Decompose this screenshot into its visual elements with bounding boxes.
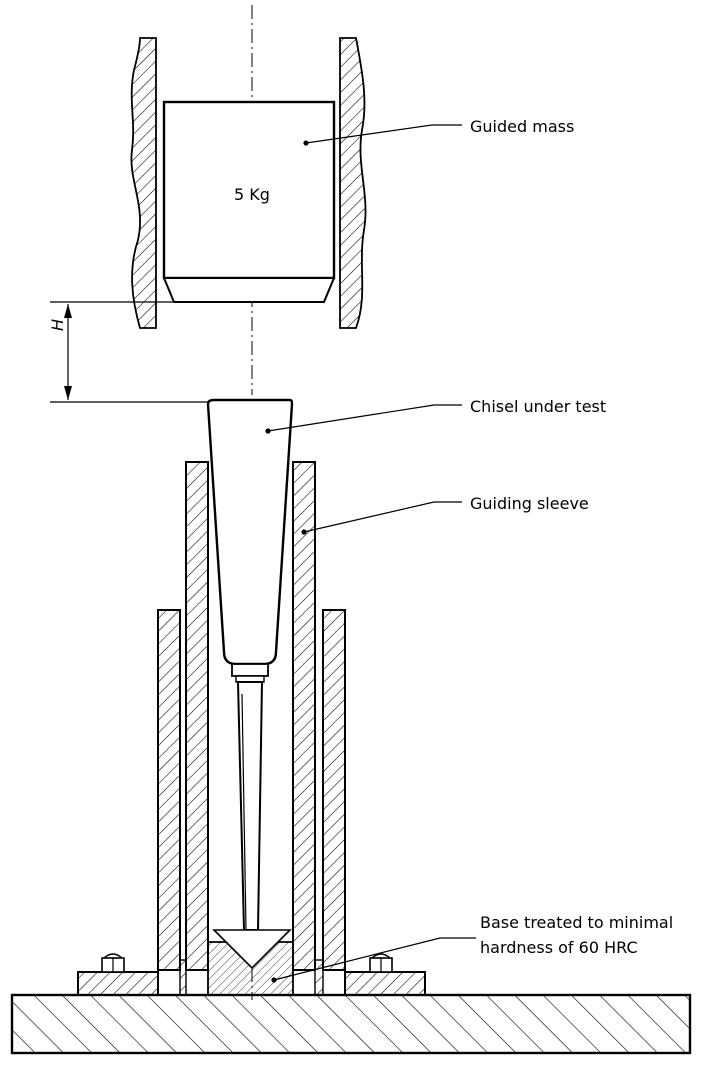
mass-value-label: 5 Kg xyxy=(234,185,270,204)
ground-slab xyxy=(10,993,692,1055)
guided-mass xyxy=(162,100,336,303)
height-arrow-down xyxy=(64,386,72,400)
left-bolt xyxy=(101,953,125,973)
label-sleeve: Guiding sleeve xyxy=(470,494,589,513)
guiding-sleeve xyxy=(185,461,316,971)
sleeve-leader-line xyxy=(303,501,462,533)
mass-leader-line xyxy=(305,124,462,144)
upper-guide-left-wall xyxy=(130,37,157,329)
label-base-line2: hardness of 60 HRC xyxy=(480,938,638,957)
base-flange xyxy=(77,959,426,996)
chisel-under-test xyxy=(206,398,294,970)
label-base-line1: Base treated to minimal xyxy=(480,913,673,932)
height-symbol: H xyxy=(48,319,67,331)
right-bolt xyxy=(369,953,393,973)
upper-guide-right-wall xyxy=(339,37,367,329)
chisel-leader-line xyxy=(267,404,462,432)
outer-sleeve xyxy=(157,609,346,971)
base-leader-line xyxy=(273,937,476,981)
label-guided-mass: Guided mass xyxy=(470,117,574,136)
height-arrow-up xyxy=(64,304,72,318)
label-chisel: Chisel under test xyxy=(470,397,606,416)
